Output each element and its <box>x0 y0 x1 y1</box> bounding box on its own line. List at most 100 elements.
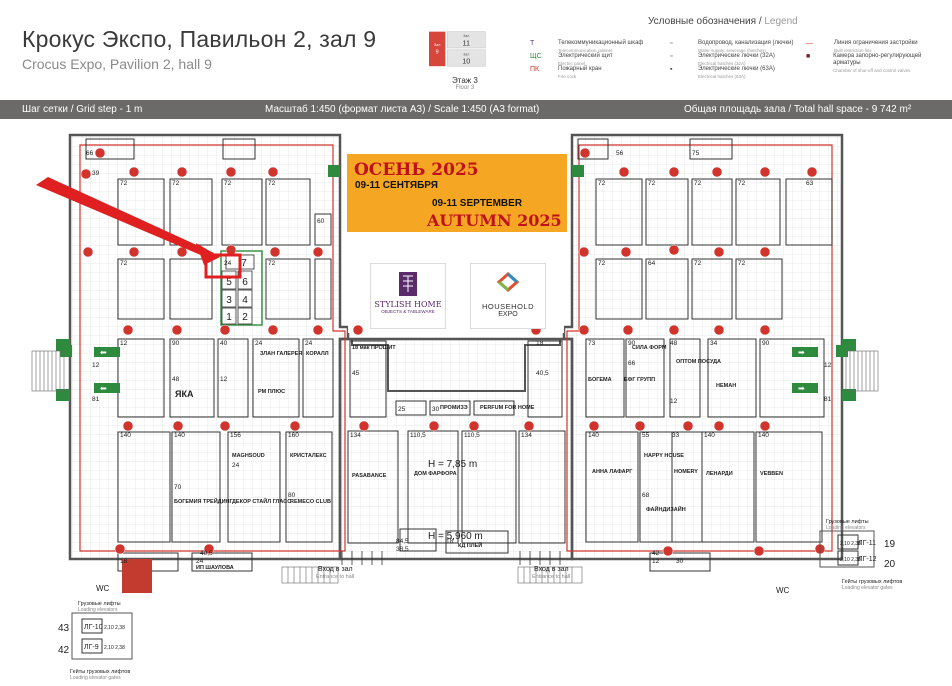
restriction-line-right <box>566 144 833 552</box>
svg-text:81: 81 <box>824 396 832 403</box>
wc-left: WC <box>96 584 110 593</box>
svg-text:140: 140 <box>174 432 185 439</box>
event-season-ru: ОСЕНЬ 2025 <box>354 160 479 180</box>
svg-text:42: 42 <box>652 550 660 557</box>
svg-text:12: 12 <box>670 398 678 405</box>
svg-text:48: 48 <box>670 340 678 347</box>
svg-text:72: 72 <box>268 260 276 267</box>
svg-text:2: 2 <box>242 312 248 323</box>
svg-text:ЛЕНАРДИ: ЛЕНАРДИ <box>706 471 733 477</box>
svg-text:ЛГ-10: ЛГ-10 <box>84 624 103 631</box>
info-bar: Шаг сетки / Grid step - 1 m Масштаб 1:45… <box>0 100 952 119</box>
svg-text:33: 33 <box>672 432 680 439</box>
exit-markers <box>56 339 856 401</box>
stairs <box>31 350 879 584</box>
svg-text:156: 156 <box>230 432 241 439</box>
page-subtitle: Crocus Expo, Pavilion 2, hall 9 <box>22 56 212 72</box>
svg-text:63: 63 <box>806 180 814 187</box>
svg-text:24: 24 <box>255 340 263 347</box>
svg-text:24: 24 <box>305 340 313 347</box>
svg-text:5: 5 <box>226 277 232 288</box>
svg-text:БОГЕМИЯ ТРЕЙДИНГ: БОГЕМИЯ ТРЕЙДИНГ <box>174 497 234 505</box>
svg-text:81: 81 <box>92 396 100 403</box>
svg-text:ЛГ-11: ЛГ-11 <box>858 540 876 547</box>
svg-text:40: 40 <box>220 340 228 347</box>
label-yaka: ЯКА <box>175 389 194 399</box>
legend-hatch-63: ▪Электрические лючки (63А)Electrical hat… <box>670 66 775 79</box>
household-expo-logo: HOUSEHOLD EXPO <box>470 263 546 329</box>
stylish-home-logo: STYLISH HOME OBJECTS & TABLEWARE <box>370 263 446 329</box>
svg-text:34: 34 <box>710 340 718 347</box>
svg-text:3: 3 <box>226 295 232 306</box>
svg-text:72: 72 <box>224 180 232 187</box>
svg-text:2,10 2,38: 2,10 2,38 <box>840 541 861 547</box>
restriction-line-left <box>79 144 346 552</box>
svg-text:30: 30 <box>676 558 684 565</box>
svg-text:64: 64 <box>648 260 656 267</box>
svg-text:ЗЛАН ГАЛЕРЕЯ: ЗЛАН ГАЛЕРЕЯ <box>260 351 302 357</box>
gates-right-en: Loading elevator gates <box>842 585 893 591</box>
svg-text:73: 73 <box>588 340 596 347</box>
svg-text:PERFUM FOR HOME: PERFUM FOR HOME <box>480 405 535 411</box>
svg-text:72: 72 <box>694 260 702 267</box>
svg-text:30: 30 <box>432 406 440 413</box>
svg-text:110,5: 110,5 <box>464 432 480 439</box>
svg-text:45: 45 <box>352 370 360 377</box>
svg-text:РМ ПЛЮС: РМ ПЛЮС <box>258 389 285 395</box>
svg-text:80: 80 <box>288 492 296 499</box>
svg-text:72: 72 <box>694 180 702 187</box>
svg-text:HOMERY: HOMERY <box>674 469 698 475</box>
freight-right-ru: Грузовые лифты <box>826 519 869 525</box>
household-expo-name: HOUSEHOLD <box>481 302 534 311</box>
svg-text:12: 12 <box>824 362 832 369</box>
svg-text:68: 68 <box>642 492 650 499</box>
gates-right-ru: Гейты грузовых лифтов <box>842 578 902 585</box>
svg-text:2,10 2,38: 2,10 2,38 <box>104 645 125 651</box>
floor-label-en: Floor 3 <box>455 85 475 91</box>
svg-text:55: 55 <box>642 432 650 439</box>
elevators-right <box>819 530 875 568</box>
gates-left-en: Loading elevator gates <box>70 675 121 681</box>
svg-text:➡: ➡ <box>798 384 805 393</box>
svg-text:КРИСТАЛЕКС: КРИСТАЛЕКС <box>290 453 327 459</box>
svg-text:ФАЙНДИЗАЙН: ФАЙНДИЗАЙН <box>646 505 686 513</box>
svg-text:АННА ЛАФАРГ: АННА ЛАФАРГ <box>592 469 633 475</box>
entrance-right-en: Entrance to hall <box>532 574 570 580</box>
svg-text:1: 1 <box>226 312 232 323</box>
household-expo-icon <box>497 272 519 293</box>
bottom-wall-notches <box>341 551 561 565</box>
event-banner <box>347 154 567 232</box>
height-label-1: H = 7,85 m <box>428 459 477 470</box>
entrance-left-ru: Вход в зал <box>318 566 353 573</box>
svg-text:40,5: 40,5 <box>536 370 549 377</box>
svg-text:66: 66 <box>86 150 94 157</box>
svg-text:ДЕКОР СТАЙЛ ГЛАСС: ДЕКОР СТАЙЛ ГЛАСС <box>232 497 291 505</box>
svg-text:БОГЕМА: БОГЕМА <box>588 377 612 383</box>
svg-text:134: 134 <box>521 432 532 439</box>
event-season-en: AUTUMN 2025 <box>427 211 562 230</box>
svg-text:18: 18 <box>120 558 128 565</box>
floor-cell-top-label: Зал <box>463 34 469 38</box>
svg-text:ЛГ-12: ЛГ-12 <box>858 556 877 563</box>
svg-text:7: 7 <box>241 258 247 269</box>
floor-cell-left-label: Зал <box>434 43 440 47</box>
svg-text:110,5: 110,5 <box>410 432 426 439</box>
svg-text:18: 18 <box>536 340 544 347</box>
svg-text:140: 140 <box>588 432 599 439</box>
elevators-left <box>71 559 152 660</box>
svg-text:19: 19 <box>884 539 896 550</box>
stylish-home-name: STYLISH HOME <box>374 300 442 309</box>
svg-text:ДОМ ФАРФОРА: ДОМ ФАРФОРА <box>414 471 457 477</box>
household-expo-sub: EXPO <box>498 311 518 318</box>
svg-text:84,5: 84,5 <box>396 538 409 545</box>
event-dates-en: 09-11 SEPTEMBER <box>432 198 523 209</box>
scale-text: Масштаб 1:450 (формат листа А3) / Scale … <box>265 104 540 115</box>
svg-text:38,5: 38,5 <box>396 546 409 553</box>
svg-text:6: 6 <box>242 277 248 288</box>
svg-text:24: 24 <box>196 558 204 565</box>
svg-text:ОПТОМ ПОСУДА: ОПТОМ ПОСУДА <box>676 359 721 365</box>
svg-text:18 мак ПРОШИТ: 18 мак ПРОШИТ <box>352 345 396 351</box>
